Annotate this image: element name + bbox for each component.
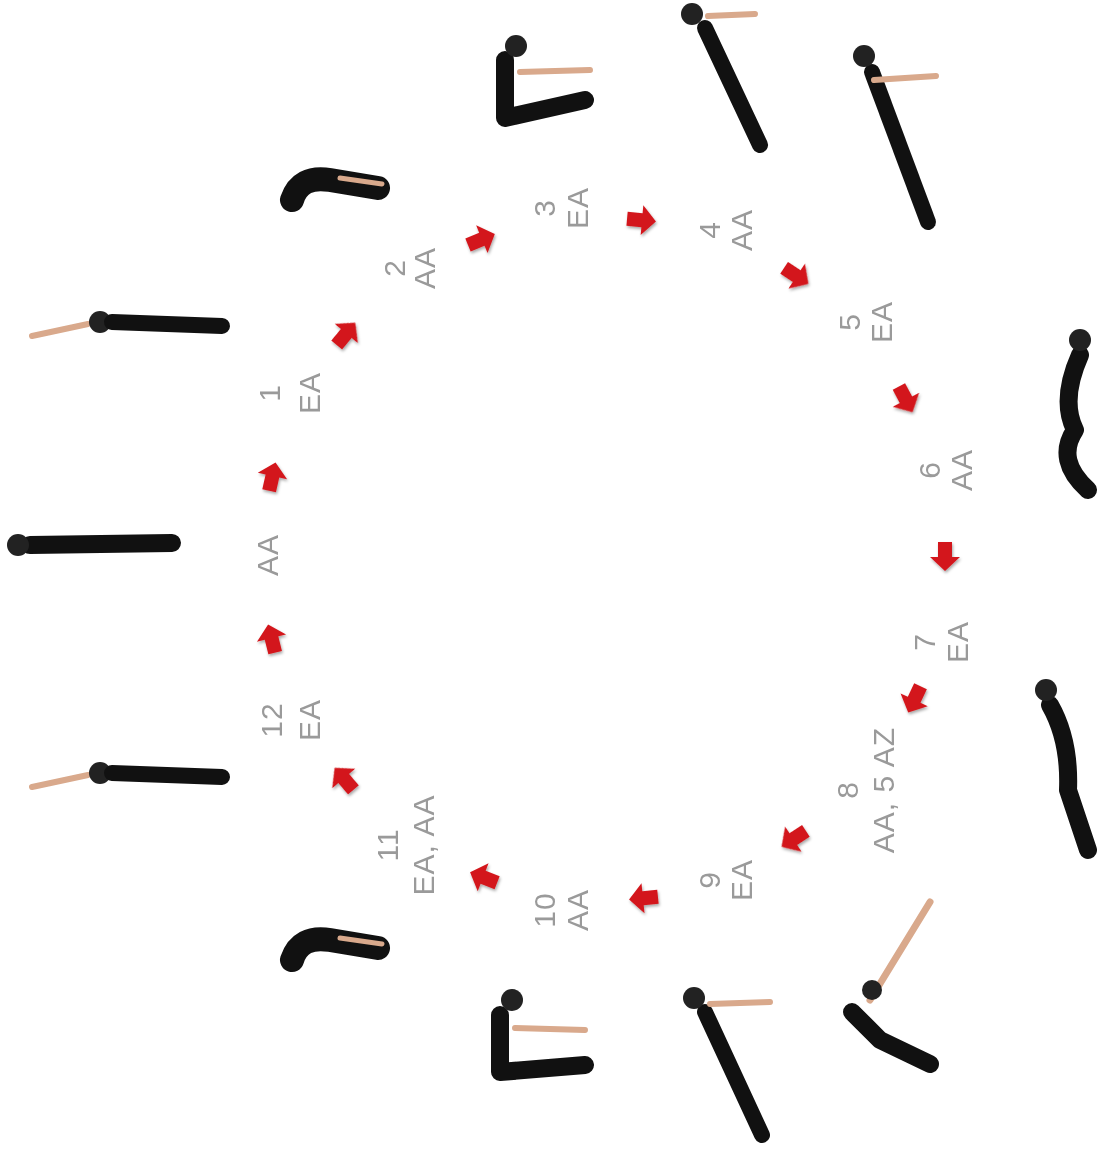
step-label: EA <box>943 621 973 663</box>
step-label: 10 <box>530 892 560 927</box>
step-label: AA <box>947 449 977 491</box>
step-label: 7 <box>910 633 940 651</box>
step-label: EA <box>563 187 593 229</box>
step-label: 6 <box>915 461 945 479</box>
step-label: EA <box>867 301 897 343</box>
step-label: EA, AA <box>409 794 439 895</box>
step-label: EA <box>727 859 757 901</box>
step-label: AA <box>563 889 593 931</box>
step-label: 9 <box>695 871 725 889</box>
step-label: 1 <box>255 384 285 402</box>
step-label: AA <box>727 209 757 251</box>
step-label: 11 <box>373 828 403 861</box>
step-label: AA <box>253 534 283 576</box>
step-label: EA <box>295 372 325 414</box>
step-label: 5 <box>835 313 865 331</box>
step-label: 2 <box>380 259 410 277</box>
step-label: AA <box>410 247 440 289</box>
cycle-arrows <box>254 204 960 915</box>
pose-figures <box>7 3 1091 1135</box>
step-label: AA, 5 AZ <box>869 727 899 853</box>
step-label: 12 <box>257 702 287 737</box>
step-label: 8 <box>833 781 863 799</box>
step-label: EA <box>295 699 325 741</box>
step-label: 4 <box>695 221 725 239</box>
step-label: 3 <box>530 199 560 217</box>
